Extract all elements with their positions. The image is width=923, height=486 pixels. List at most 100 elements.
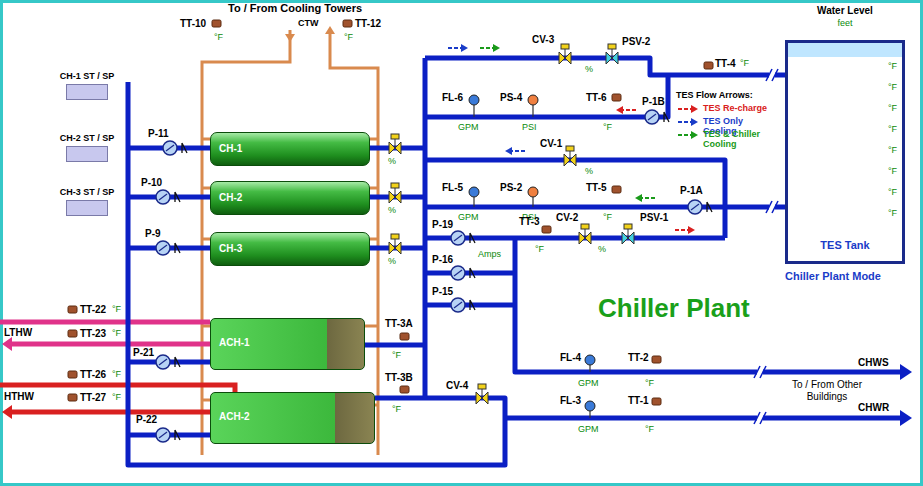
tes-pipe bbox=[425, 205, 785, 210]
tag-label: TT-2 bbox=[628, 352, 649, 364]
tag-label: TT-5 bbox=[586, 182, 607, 194]
unit-label: °F bbox=[888, 208, 897, 218]
tag-label: CV-1 bbox=[540, 138, 562, 150]
flow-arrow bbox=[448, 47, 462, 49]
unit-label: °F bbox=[888, 82, 897, 92]
unit-label: °F bbox=[888, 187, 897, 197]
pipe-break bbox=[766, 69, 772, 81]
tag-label: To / From Other Buildings bbox=[788, 379, 866, 402]
valve-actuator bbox=[608, 44, 616, 49]
temperature-sensor bbox=[652, 356, 661, 363]
check-valve bbox=[175, 243, 180, 253]
temperature-sensor bbox=[542, 226, 551, 233]
unit-label: °F bbox=[112, 369, 121, 379]
temperature-sensor bbox=[68, 330, 77, 337]
sensor-stem bbox=[473, 105, 474, 117]
tag-label: To / From Cooling Towers bbox=[228, 2, 362, 15]
unit-label: % bbox=[388, 205, 396, 215]
flow-arrow bbox=[678, 121, 692, 123]
tes-pipe bbox=[425, 58, 785, 75]
tag-label: CHWR bbox=[858, 402, 889, 414]
chiller-box: CH-3 bbox=[210, 232, 370, 266]
unit-label: °F bbox=[645, 378, 654, 388]
control-valve bbox=[476, 392, 488, 404]
tank-name: TES Tank bbox=[820, 239, 869, 252]
chiller-name: CH-2 bbox=[219, 192, 242, 204]
flow-head bbox=[325, 26, 335, 34]
tag-label: PSV-1 bbox=[640, 212, 668, 224]
check-valve bbox=[470, 233, 475, 243]
pipe-break bbox=[769, 70, 775, 80]
hthw-pipe bbox=[0, 385, 235, 392]
tag-label: FL-5 bbox=[442, 182, 463, 194]
check-valve bbox=[664, 112, 669, 122]
valve-actuator bbox=[581, 224, 589, 229]
unit-label: °F bbox=[392, 404, 401, 414]
control-valve bbox=[606, 52, 618, 64]
absorption-chiller: ACH-1 bbox=[210, 318, 365, 370]
tag-label: TT-26 bbox=[80, 369, 106, 381]
unit-label: GPM bbox=[458, 212, 479, 222]
flow-arrow bbox=[675, 229, 689, 231]
pump-symbol bbox=[454, 302, 462, 308]
control-valve bbox=[622, 232, 634, 244]
tag-label: TT-22 bbox=[80, 304, 106, 316]
tes-pipe bbox=[425, 75, 668, 117]
unit-label: PSI bbox=[522, 122, 537, 132]
flow-sensor bbox=[528, 95, 538, 105]
unit-label: Amps bbox=[478, 249, 501, 259]
valve-actuator bbox=[628, 229, 629, 238]
unit-label: °F bbox=[888, 103, 897, 113]
chiller-name: CH-3 bbox=[219, 243, 242, 255]
valve-actuator bbox=[391, 234, 399, 239]
unit-label: °F bbox=[888, 145, 897, 155]
tag-label: TT-3A bbox=[385, 318, 413, 330]
flow-sensor bbox=[469, 187, 479, 197]
flow-head bbox=[2, 405, 12, 419]
valve-actuator bbox=[585, 229, 586, 238]
tag-label: TT-3 bbox=[519, 216, 540, 228]
unit-label: °F bbox=[740, 58, 749, 68]
distribution-pipe bbox=[505, 416, 900, 421]
tag-label: P-9 bbox=[145, 228, 161, 240]
tag-label: HTHW bbox=[4, 391, 34, 403]
pump-symbol bbox=[159, 432, 167, 438]
valve-actuator bbox=[561, 44, 569, 49]
tag-label: LTHW bbox=[4, 327, 32, 339]
sensor-stem bbox=[589, 365, 590, 372]
tag-label: CTW bbox=[298, 18, 319, 28]
pump-symbol bbox=[156, 190, 170, 204]
valve-actuator bbox=[395, 239, 396, 248]
hthw-pipe bbox=[10, 410, 210, 415]
pump-symbol bbox=[688, 200, 702, 214]
tag-label: CV-2 bbox=[556, 212, 578, 224]
tag-label: P-19 bbox=[432, 219, 453, 231]
flow-arrows bbox=[448, 44, 695, 234]
temperature-sensor bbox=[68, 306, 77, 313]
valve-actuator bbox=[478, 384, 486, 389]
pump-symbol bbox=[451, 266, 465, 280]
tag-label: FL-4 bbox=[560, 352, 581, 364]
absorption-chiller: ACH-2 bbox=[210, 392, 375, 444]
tower-stub bbox=[202, 139, 378, 405]
pump-symbol bbox=[645, 110, 659, 124]
temperature-sensor bbox=[652, 398, 661, 405]
check-valve bbox=[175, 430, 180, 440]
level-label: Water Level bbox=[817, 5, 873, 17]
legend-text: TES Re-charge bbox=[703, 103, 777, 113]
pump-symbol bbox=[451, 298, 465, 312]
temperature-sensor bbox=[704, 62, 713, 69]
pump-symbol bbox=[648, 114, 656, 120]
sensor-stem bbox=[532, 105, 533, 117]
chiller-name: CH-1 bbox=[219, 143, 242, 155]
pump-symbol bbox=[691, 204, 699, 210]
flow-arrow bbox=[622, 109, 636, 111]
pump-symbol bbox=[159, 245, 167, 251]
valve-actuator bbox=[391, 134, 399, 139]
pump-symbol bbox=[454, 235, 462, 241]
tag-label: TT-27 bbox=[80, 392, 106, 404]
pipe-break bbox=[772, 69, 778, 81]
pump-symbol bbox=[451, 231, 465, 245]
valve-actuator bbox=[395, 139, 396, 148]
pipe-break bbox=[760, 412, 766, 424]
